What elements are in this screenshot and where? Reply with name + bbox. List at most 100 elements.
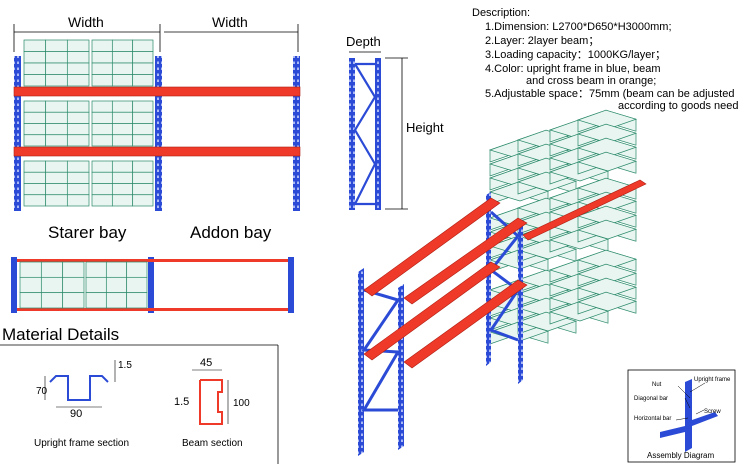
box — [126, 292, 148, 309]
isometric-view — [358, 109, 647, 456]
assembly-upright-frame: Upright frame — [694, 377, 731, 383]
iso-box — [576, 109, 638, 133]
box — [111, 123, 134, 136]
upright-thickness-dim: 1.5 — [118, 360, 132, 371]
box — [132, 160, 154, 173]
box — [45, 74, 68, 87]
box — [132, 123, 154, 136]
box — [132, 39, 154, 52]
upright-mid — [155, 56, 162, 211]
box — [132, 171, 154, 184]
box — [66, 183, 90, 196]
box — [66, 62, 90, 75]
assembly-diagonal-bar: Diagonal bar — [634, 396, 668, 402]
description-title: Description: — [472, 7, 530, 19]
box — [40, 276, 64, 294]
box — [111, 160, 134, 173]
material-title: Material Details — [2, 325, 119, 344]
assembly-nut: Nut — [652, 382, 662, 388]
box — [91, 134, 113, 147]
box — [40, 292, 64, 309]
box — [85, 292, 107, 309]
box — [62, 261, 85, 278]
box — [66, 123, 90, 136]
box — [66, 74, 90, 87]
beam-profile — [199, 379, 223, 425]
material-details: Material Details 70 90 1.5 Upright frame… — [0, 325, 279, 464]
box — [66, 171, 90, 184]
box — [91, 39, 113, 52]
box — [19, 292, 42, 309]
box — [62, 276, 85, 294]
upright-caption: Upright frame section — [34, 438, 129, 449]
box — [132, 62, 154, 75]
box — [23, 100, 47, 113]
upright-height-dim: 70 — [36, 386, 48, 397]
box — [91, 160, 113, 173]
description-line: and cross beam in orange; — [526, 75, 656, 87]
box — [19, 261, 42, 278]
box — [132, 183, 154, 196]
box — [23, 74, 47, 87]
upright-profile — [49, 375, 109, 401]
addon-bay-label: Addon bay — [190, 223, 272, 242]
iso-box — [576, 249, 638, 273]
box — [45, 39, 68, 52]
description-line: 3.Loading capacity：1000KG/layer； — [485, 49, 666, 61]
front-view: Width Width Starer bay Addon bay — [13, 14, 301, 242]
iso-box — [576, 151, 638, 175]
box — [105, 261, 128, 278]
box — [45, 194, 68, 207]
box — [132, 74, 154, 87]
description-line: 5.Adjustable space：75mm (beam can be adj… — [485, 88, 734, 100]
box — [91, 123, 113, 136]
box — [45, 160, 68, 173]
beam-thickness-dim: 1.5 — [174, 396, 189, 408]
box — [23, 160, 47, 173]
box — [45, 123, 68, 136]
box — [91, 183, 113, 196]
assembly-title: Assembly Diagram — [647, 451, 714, 460]
box — [105, 292, 128, 309]
box — [111, 100, 134, 113]
box — [62, 292, 85, 309]
box — [23, 194, 47, 207]
box — [85, 261, 107, 278]
box — [23, 171, 47, 184]
box — [45, 100, 68, 113]
box — [66, 111, 90, 124]
box — [91, 74, 113, 87]
box — [23, 51, 47, 64]
upright-width-dim: 90 — [70, 408, 82, 420]
box — [45, 183, 68, 196]
box — [23, 134, 47, 147]
box — [66, 100, 90, 113]
box — [111, 171, 134, 184]
box — [91, 100, 113, 113]
box — [91, 51, 113, 64]
box — [23, 39, 47, 52]
iso-box — [576, 205, 638, 229]
box — [45, 171, 68, 184]
box — [45, 51, 68, 64]
width-label-1: Width — [68, 14, 104, 30]
upright-left — [14, 56, 21, 211]
box — [91, 194, 113, 207]
width-label-2: Width — [212, 14, 248, 30]
description-line: 2.Layer: 2layer beam； — [485, 35, 599, 47]
box — [23, 183, 47, 196]
description-line: according to goods need) — [618, 100, 738, 112]
box — [66, 51, 90, 64]
box — [132, 111, 154, 124]
iso-box — [576, 123, 638, 147]
box — [85, 276, 107, 294]
assembly-screw: Screw — [704, 409, 721, 415]
box — [132, 134, 154, 147]
box — [111, 194, 134, 207]
box — [91, 62, 113, 75]
description-line: 1.Dimension: L2700*D650*H3000mm; — [485, 21, 672, 33]
box — [66, 39, 90, 52]
box — [132, 100, 154, 113]
box — [126, 261, 148, 278]
box — [45, 62, 68, 75]
